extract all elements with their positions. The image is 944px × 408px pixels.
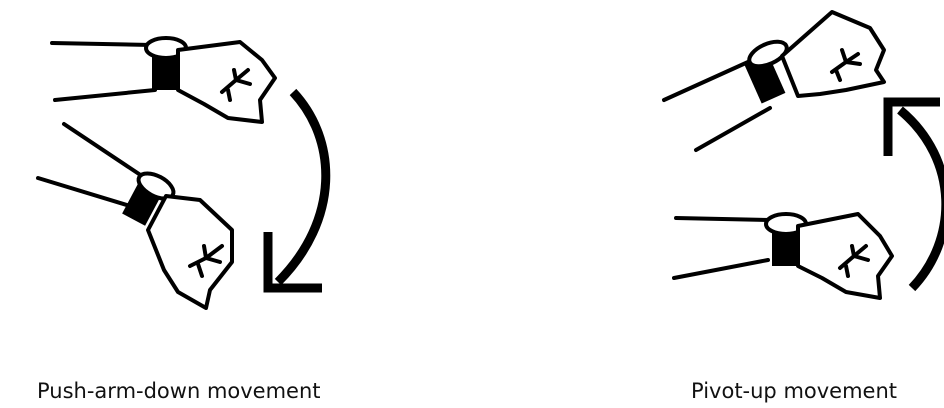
pivot-up-caption: Pivot-up movement: [691, 381, 897, 402]
